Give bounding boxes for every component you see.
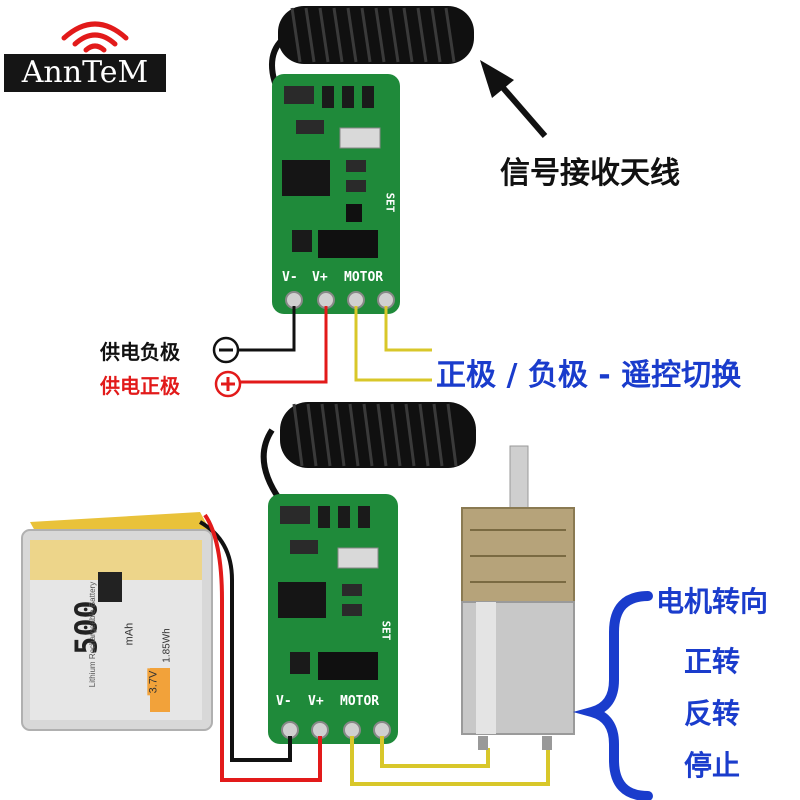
motor-direction-label: 电机转向 (656, 585, 769, 618)
reverse-label: 反转 (684, 697, 741, 730)
pcb-top-vminus: V- (282, 270, 298, 285)
battery-energy: 1.85Wh (161, 628, 173, 663)
gear-motor (461, 445, 575, 750)
antenna-coil-top (269, 6, 474, 102)
minus-circle-icon (212, 336, 240, 364)
plus-circle-icon (214, 370, 242, 398)
left-curly-brace-icon (573, 591, 653, 800)
pcb-top-set: SET (383, 192, 397, 213)
wire-yellow-top (354, 306, 432, 382)
receiver-pcb-top (272, 74, 400, 314)
brand-name: AnnTeM (21, 55, 149, 90)
power-negative-label: 供电负极 (100, 340, 180, 364)
lithium-battery (21, 512, 213, 731)
power-positive-label: 供电正极 (100, 374, 180, 398)
wire-battery-black (198, 520, 292, 762)
battery-capacity: 500 (69, 600, 105, 655)
polarity-switch-label: 正极 / 负极 - 遥控切换 (436, 358, 742, 393)
battery-unit: mAh (123, 622, 136, 646)
pcb-bottom-motor: MOTOR (340, 694, 380, 709)
wire-battery-red (203, 513, 322, 782)
pcb-top-vplus: V+ (312, 270, 328, 285)
wire-black-top (238, 306, 296, 352)
wire-motor-yellow (350, 736, 550, 786)
pcb-bottom-set: SET (379, 620, 393, 641)
brand-logo: AnnTeM (4, 54, 166, 92)
forward-label: 正转 (684, 645, 741, 678)
battery-voltage: 3.7V (147, 668, 160, 696)
receiver-pcb-bottom (268, 494, 398, 744)
wire-red-top (240, 306, 328, 384)
battery-subtitle: Lithium Rechargeable Battery (88, 581, 98, 688)
pcb-bottom-vplus: V+ (308, 694, 324, 709)
arrow-up-left-icon (480, 60, 548, 138)
pcb-bottom-vminus: V- (276, 694, 292, 709)
pcb-top-motor: MOTOR (344, 270, 384, 285)
stop-label: 停止 (684, 749, 741, 782)
wifi-signal-icon (61, 21, 129, 53)
antenna-coil-bottom (260, 402, 476, 502)
antenna-label: 信号接收天线 (500, 156, 680, 191)
